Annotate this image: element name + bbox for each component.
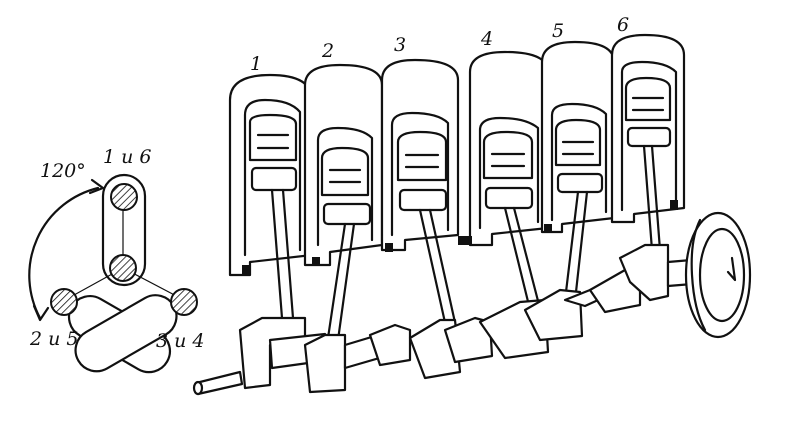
cylinder-number-5: 5 [552, 20, 565, 42]
cylinder-number-3: 3 [394, 34, 407, 56]
crankpin-1-6 [110, 183, 138, 211]
main-journal [109, 254, 137, 282]
arc-arrow-bottom [32, 304, 50, 322]
cylinder-number-6: 6 [617, 14, 630, 36]
cylinder-block [228, 33, 686, 277]
crank-pair-label-1-6: 1 и 6 [103, 146, 152, 168]
connecting-rods [270, 144, 662, 347]
flywheel [684, 211, 752, 339]
crank-pair-label-2-5: 2 и 5 [30, 328, 79, 350]
crank-pair-label-3-4: 3 и 4 [156, 330, 205, 352]
cylinder-4 [458, 50, 550, 247]
cylinder-2 [303, 63, 384, 267]
arc-arrow-top [88, 178, 105, 195]
cylinder-number-2: 2 [322, 40, 335, 62]
crank-throw-diagram [28, 173, 198, 374]
cylinder-5 [540, 40, 616, 234]
cylinder-3 [380, 58, 460, 252]
cylinder-1 [228, 73, 314, 277]
crankshaft [192, 211, 752, 396]
cylinder-number-4: 4 [481, 28, 494, 50]
crankpin-2-5 [50, 288, 78, 316]
crank-angle-label: 120° [40, 160, 86, 182]
cylinder-number-1: 1 [250, 53, 263, 75]
crankpin-3-4 [170, 288, 198, 316]
cylinder-6 [610, 33, 686, 224]
angle-arc [28, 186, 100, 320]
shaft-front-end [194, 370, 244, 396]
